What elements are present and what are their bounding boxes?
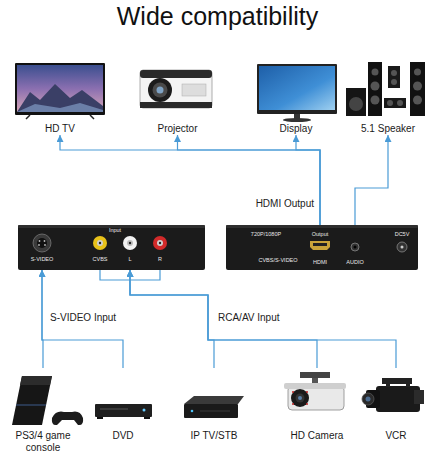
connector <box>355 135 388 225</box>
diagram-title: Wide compatibility <box>0 1 435 31</box>
device-label: DVD <box>92 430 154 442</box>
device-node: HD TV <box>10 60 110 135</box>
device-node: 5.1 Speaker <box>345 60 431 135</box>
port-label: Output <box>312 231 329 238</box>
connector <box>42 270 123 368</box>
connector <box>60 135 320 225</box>
connector <box>296 135 320 225</box>
section-label: HDMI Output <box>256 198 314 210</box>
connector <box>130 270 317 368</box>
port-label: HDMI <box>313 259 327 266</box>
converter-box: S-VIDEO InputCVBS L R <box>18 225 205 270</box>
device-label: IP TV/STB <box>178 430 250 442</box>
device-label: Display <box>250 123 342 135</box>
device-label: Projector <box>135 123 220 135</box>
connector <box>178 135 321 225</box>
device-node: Projector <box>135 60 220 135</box>
device-label: HD Camera <box>278 430 356 442</box>
port-label: L <box>128 256 131 263</box>
device-label: VCR <box>362 430 430 442</box>
device-label: PS3/4 game console <box>5 430 81 454</box>
device-node: HD Camera <box>278 368 356 442</box>
device-node: PS3/4 game console <box>5 368 81 454</box>
port-label: R <box>158 256 162 263</box>
device-label: HD TV <box>10 123 110 135</box>
connector <box>130 270 214 368</box>
port-label: AUDIO <box>346 259 363 266</box>
section-label: S-VIDEO Input <box>50 312 116 324</box>
section-label: RCA/AV Input <box>218 312 280 324</box>
converter-box: 720P/1080P OutputCVBS/S-VIDEO HDMI AUDIO DC5… <box>226 225 418 270</box>
port-label: Input <box>109 227 121 234</box>
device-node: VCR <box>362 368 430 442</box>
port-label: S-VIDEO <box>31 256 54 263</box>
port-label: CVBS <box>93 256 108 263</box>
port-label: DC5V <box>395 231 410 238</box>
device-node: DVD <box>92 368 154 442</box>
device-label: 5.1 Speaker <box>345 123 431 135</box>
device-node: IP TV/STB <box>178 368 250 442</box>
connector <box>130 270 396 368</box>
port-label: CVBS/S-VIDEO <box>258 257 297 264</box>
device-node: Display <box>250 60 342 135</box>
port-label: 720P/1080P <box>251 231 281 238</box>
